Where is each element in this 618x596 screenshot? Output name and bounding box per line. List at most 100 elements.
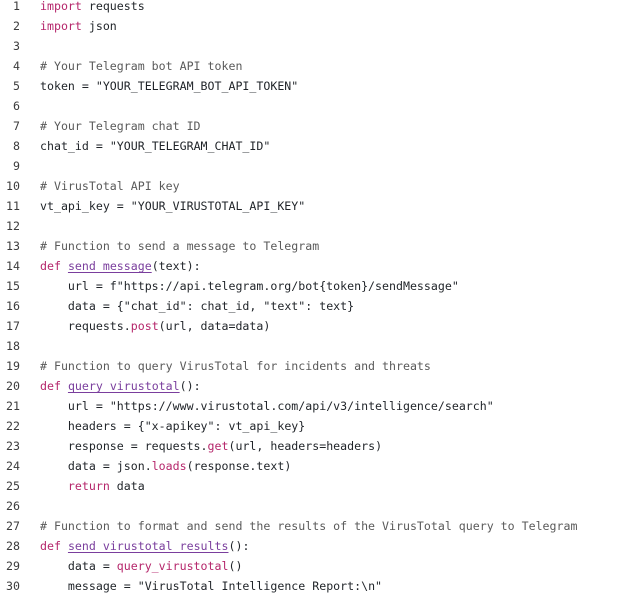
code-token <box>61 539 68 553</box>
code-comment: # Function to query VirusTotal for incid… <box>40 359 431 373</box>
code-text: # VirusTotal API key <box>40 176 180 196</box>
code-token: : chat_id, <box>186 299 264 313</box>
code-token: requests <box>81 0 145 13</box>
code-text: response = requests.get(url, headers=hea… <box>40 436 382 456</box>
code-line: 4 # Your Telegram bot API token <box>0 56 242 76</box>
code-keyword: def <box>40 539 61 553</box>
code-line: 10# VirusTotal API key <box>0 176 180 196</box>
code-keyword: def <box>40 379 61 393</box>
code-line: 17 requests.post(url, data=data) <box>0 316 270 336</box>
code-token <box>61 379 68 393</box>
code-token: data <box>109 479 145 493</box>
line-number: 3 <box>13 39 20 53</box>
line-number: 4 <box>13 59 20 73</box>
code-line: 6 <box>0 96 40 116</box>
line-number: 6 <box>13 99 20 113</box>
line-number: 27 <box>6 519 20 533</box>
code-line: 29 data = query_virustotal() <box>0 556 242 576</box>
code-token: message = <box>40 579 138 593</box>
code-text: data = json.loads(response.text) <box>40 456 291 476</box>
code-token: token = <box>40 79 96 93</box>
code-keyword: return <box>67 479 110 493</box>
code-token <box>61 259 68 273</box>
code-text: # Your Telegram bot API token <box>40 56 242 76</box>
code-function-name: send_virustotal_results <box>67 539 229 553</box>
line-number: 22 <box>6 419 20 433</box>
line-number: 2 <box>13 19 20 33</box>
code-text: # Function to format and send the result… <box>40 516 577 536</box>
code-comment: # Your Telegram chat ID <box>40 119 201 133</box>
code-text: data = {"chat_id": chat_id, "text": text… <box>40 296 354 316</box>
code-line: 15 url = f"https://api.telegram.org/bot{… <box>0 276 459 296</box>
code-line: 7 # Your Telegram chat ID <box>0 116 201 136</box>
code-token: (): <box>228 539 250 553</box>
code-line: 12 <box>0 216 40 236</box>
code-text: data = query_virustotal() <box>40 556 243 576</box>
line-number: 7 <box>13 119 20 133</box>
line-number: 13 <box>6 239 20 253</box>
line-number: 19 <box>6 359 20 373</box>
code-token: data = { <box>40 299 124 313</box>
code-text: url = "https://www.virustotal.com/api/v3… <box>40 396 494 416</box>
code-token: (text): <box>151 259 201 273</box>
line-number: 30 <box>6 579 20 593</box>
line-number: 5 <box>13 79 20 93</box>
code-line: 16 data = {"chat_id": chat_id, "text": t… <box>0 296 354 316</box>
code-function-name: send_message <box>67 259 152 273</box>
code-token: (url, headers=headers) <box>228 439 383 453</box>
line-number: 26 <box>6 499 20 513</box>
code-comment: # VirusTotal API key <box>40 179 180 193</box>
code-keyword: import <box>40 0 82 13</box>
line-number: 17 <box>6 319 20 333</box>
code-text: def query_virustotal(): <box>40 376 201 396</box>
code-line: 25 return data <box>0 476 145 496</box>
line-number: 16 <box>6 299 20 313</box>
line-number: 8 <box>13 139 20 153</box>
code-comment: # Function to send a message to Telegram <box>40 239 320 253</box>
code-method-call: post <box>130 319 159 333</box>
code-line: 22 headers = {"x-apikey": vt_api_key} <box>0 416 305 436</box>
line-number: 20 <box>6 379 20 393</box>
code-text: headers = {"x-apikey": vt_api_key} <box>40 416 305 436</box>
line-number: 28 <box>6 539 20 553</box>
line-number: 15 <box>6 279 20 293</box>
code-string: "VirusTotal Intelligence Report:\n" <box>137 579 383 593</box>
code-line: 13 # Function to send a message to Telegr… <box>0 236 319 256</box>
code-line: 27 # Function to format and send the resu… <box>0 516 577 536</box>
code-line: 11 vt_api_key = "YOUR_VIRUSTOTAL_API_KEY" <box>0 196 305 216</box>
code-text: # Function to send a message to Telegram <box>40 236 319 256</box>
code-line: 23 response = requests.get(url, headers=… <box>0 436 382 456</box>
code-line: 5 token = "YOUR_TELEGRAM_BOT_API_TOKEN" <box>0 76 298 96</box>
code-token: url = <box>40 399 110 413</box>
code-text: chat_id = "YOUR_TELEGRAM_CHAT_ID" <box>40 136 270 156</box>
code-text: def send_virustotal_results(): <box>40 536 249 556</box>
code-string: "YOUR_TELEGRAM_CHAT_ID" <box>109 139 271 153</box>
code-token: vt_api_key = <box>40 199 131 213</box>
code-line: 21 url = "https://www.virustotal.com/api… <box>0 396 494 416</box>
code-text: message = "VirusTotal Intelligence Repor… <box>40 576 382 596</box>
line-number: 12 <box>6 219 20 233</box>
code-comment: # Function to format and send the result… <box>40 519 578 533</box>
code-function-name: query_virustotal <box>67 379 180 393</box>
line-number: 24 <box>6 459 20 473</box>
code-string: "x-apikey" <box>144 419 215 433</box>
code-comment: # Your Telegram bot API token <box>40 59 243 73</box>
code-token: data = <box>40 559 117 573</box>
code-token: () <box>228 559 243 573</box>
code-method-call: query_virustotal <box>116 559 229 573</box>
line-number: 11 <box>6 199 20 213</box>
line-number: 1 <box>13 0 20 13</box>
code-token: (): <box>179 379 201 393</box>
line-number: 29 <box>6 559 20 573</box>
code-token: response = requests. <box>40 439 208 453</box>
code-line: 30 message = "VirusTotal Intelligence Re… <box>0 576 382 596</box>
line-number: 25 <box>6 479 20 493</box>
line-number: 9 <box>13 159 20 173</box>
code-text: token = "YOUR_TELEGRAM_BOT_API_TOKEN" <box>40 76 298 96</box>
code-text: # Function to query VirusTotal for incid… <box>40 356 431 376</box>
code-text: vt_api_key = "YOUR_VIRUSTOTAL_API_KEY" <box>40 196 305 216</box>
code-string: "chat_id" <box>123 299 187 313</box>
code-line: 9 <box>0 156 40 176</box>
